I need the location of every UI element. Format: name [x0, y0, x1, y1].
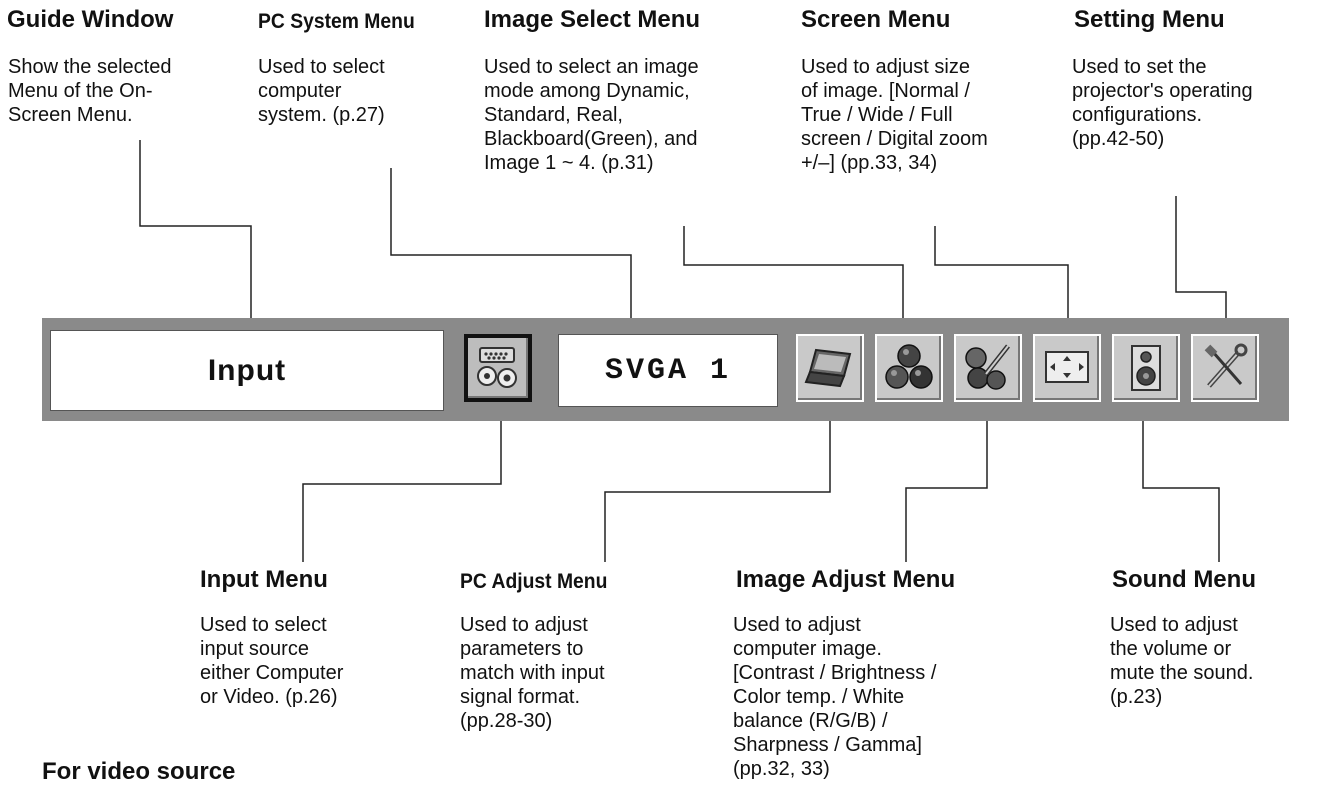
input-icon	[477, 347, 517, 388]
setting-menu-button[interactable]	[1191, 334, 1259, 402]
input-menu-title: Input Menu	[200, 566, 328, 593]
section-caption: For video source	[42, 758, 236, 785]
speaker-icon	[1131, 345, 1161, 391]
image-adjust-menu-desc: Used to adjust computer image. [Contrast…	[733, 614, 937, 780]
image-adjust-menu-title: Image Adjust Menu	[736, 566, 956, 593]
setting-menu-title: Setting Menu	[1074, 6, 1225, 33]
color-balls-icon	[885, 344, 933, 389]
input-menu-desc: Used to select input source either Compu…	[200, 614, 344, 708]
sound-menu-desc: Used to adjust the volume or mute the so…	[1110, 614, 1254, 708]
screen-arrows-icon	[1045, 351, 1089, 383]
pc-system-display: SVGA 1	[558, 334, 778, 407]
guide-window-desc: Show the selected Menu of the On- Screen…	[8, 56, 172, 126]
screen-menu-title: Screen Menu	[801, 6, 951, 33]
pc-adjust-menu-button[interactable]	[796, 334, 864, 402]
guide-window-title: Guide Window	[7, 6, 174, 33]
screen-menu-button[interactable]	[1033, 334, 1101, 402]
wrench-screwdriver-icon	[1204, 343, 1248, 388]
pc-adjust-menu-title: PC Adjust Menu	[460, 570, 608, 593]
pc-system-menu-title: PC System Menu	[258, 10, 415, 33]
palette-brush-icon	[965, 344, 1010, 390]
screen-menu-desc: Used to adjust size of image. [Normal / …	[801, 56, 988, 174]
image-select-menu-title: Image Select Menu	[484, 6, 701, 33]
input-menu-button[interactable]	[464, 334, 532, 402]
guide-window: Input	[50, 330, 444, 411]
sound-menu-button[interactable]	[1112, 334, 1180, 402]
image-select-menu-button[interactable]	[875, 334, 943, 402]
pc-system-menu-desc: Used to select computer system. (p.27)	[258, 56, 385, 126]
laptop-icon	[804, 348, 852, 388]
image-adjust-menu-button[interactable]	[954, 334, 1022, 402]
setting-menu-desc: Used to set the projector's operating co…	[1072, 56, 1253, 150]
sound-menu-title: Sound Menu	[1112, 566, 1256, 593]
image-select-menu-desc: Used to select an image mode among Dynam…	[484, 56, 699, 174]
pc-adjust-menu-desc: Used to adjust parameters to match with …	[460, 614, 605, 732]
